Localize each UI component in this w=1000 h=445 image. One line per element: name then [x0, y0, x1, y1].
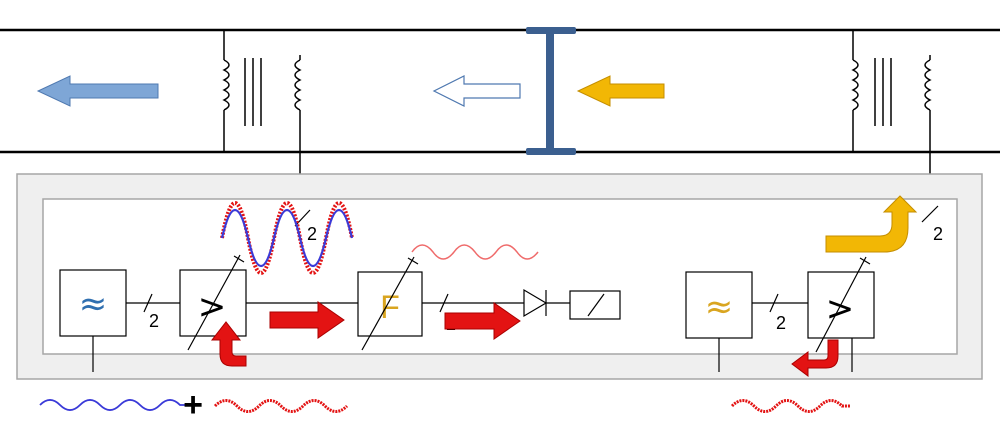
red-noise-wave-left — [213, 399, 349, 413]
amplifier-right: > — [807, 256, 875, 372]
filter-block-f: F — [357, 256, 423, 351]
red-bent-arrow-left — [210, 321, 247, 367]
plus-sign: + — [183, 386, 203, 424]
pink-signal-wave — [411, 244, 539, 260]
blue-signal-wave — [39, 399, 185, 411]
bus-count-left: 2 — [149, 311, 159, 331]
combined-signal-wave — [220, 201, 354, 275]
filter-right-symbol: ≈ — [705, 287, 734, 327]
red-bent-arrow-right — [791, 339, 839, 377]
bus-count-vertical: 2 — [307, 224, 317, 244]
yellow-bent-arrow — [825, 195, 918, 253]
bus-count-right-vertical: 2 — [933, 224, 943, 244]
red-arrow-amp-to-filter — [269, 301, 345, 339]
red-noise-wave-right — [730, 399, 850, 413]
left-blue-arrow — [36, 75, 159, 107]
insulated-rail-joint-icon — [526, 27, 576, 155]
diode-icon — [523, 288, 570, 318]
amplifier-left: > — [179, 254, 247, 351]
middle-outline-arrow — [432, 75, 521, 107]
filter-right: ≈ — [685, 271, 753, 372]
bus-count-right: 2 — [776, 313, 786, 333]
amplifier-right-symbol: > — [826, 289, 855, 329]
relay-icon — [569, 290, 621, 320]
filter-left-symbol: ≈ — [79, 284, 108, 324]
red-arrow-filter-to-diode — [444, 302, 521, 340]
filter-block-symbol: F — [380, 289, 400, 325]
right-yellow-arrow — [576, 75, 665, 107]
